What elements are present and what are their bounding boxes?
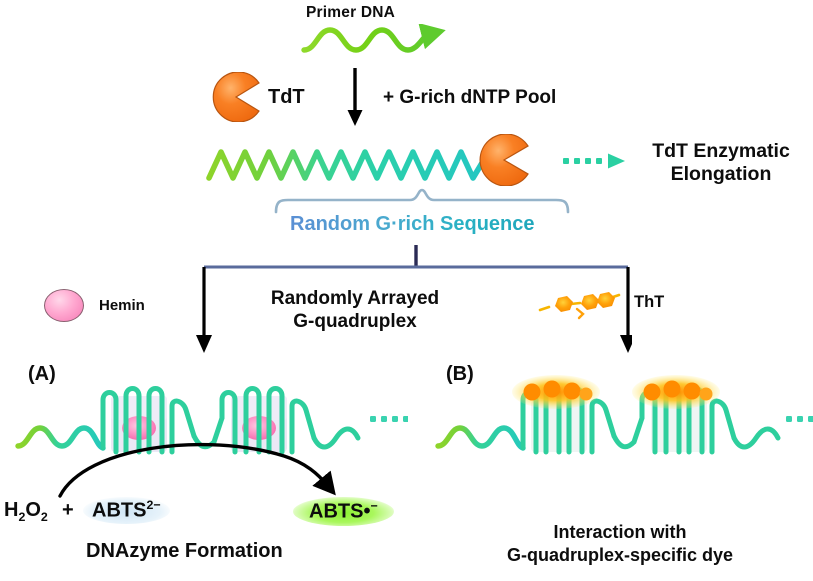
plus-sign-label: + (62, 499, 74, 521)
tdt-enzymatic-elongation-label: TdT Enzymatic Elongation (636, 140, 806, 187)
branch-connector-icon (196, 245, 632, 353)
down-arrow-icon (347, 68, 363, 126)
primer-dna-wave-icon (301, 24, 446, 53)
tht-bound-group-2 (632, 375, 720, 409)
panel-b-caption: Interaction with G-quadruplex-specific d… (470, 521, 770, 566)
panel-a-continuation-dots (370, 416, 408, 422)
panel-b-caption-line-2: G-quadruplex-specific dye (506, 544, 734, 565)
tdt-enzyme-icon (212, 72, 260, 122)
abts-product-label: ABTS•− (293, 497, 394, 527)
curly-brace-icon (274, 188, 570, 214)
branch-line-2: G-quadruplex (293, 311, 417, 333)
primer-dna-label: Primer DNA (306, 4, 395, 21)
tht-icon (538, 292, 621, 320)
h2o2-label: H2O2 (4, 499, 48, 524)
panel-b-continuation-dots (786, 416, 813, 422)
randomly-arrayed-g-quadruplex-label: Randomly Arrayed G-quadruplex (240, 287, 470, 333)
tdt-enzyme-on-strand-icon (479, 134, 529, 186)
panel-a-g-quadruplex-structure-icon (15, 386, 408, 455)
branch-line-1: Randomly Arrayed (270, 288, 440, 309)
random-g-rich-sequence-label: Random G·rich Sequence (290, 213, 535, 235)
green-dotted-arrow-icon (563, 153, 625, 169)
elongation-line-2: Elongation (670, 163, 772, 186)
hemin-label: Hemin (99, 297, 145, 314)
hemin-icon (44, 289, 84, 322)
dnazyme-formation-caption: DNAzyme Formation (86, 540, 283, 562)
tdt-label: TdT (268, 86, 305, 108)
tht-label: ThT (634, 293, 665, 311)
elongated-strand-icon (206, 149, 488, 181)
panel-b-g-quadruplex-structure-icon (435, 375, 813, 455)
panel-b-caption-line-1: Interaction with (553, 522, 687, 542)
dntp-pool-label: + G-rich dNTP Pool (383, 87, 557, 108)
abts-reactant-label: ABTS2− (83, 497, 170, 525)
panel-a-tag: (A) (28, 363, 56, 385)
dnazyme-curved-arrow-icon (58, 442, 336, 498)
elongation-line-1: TdT Enzymatic (652, 140, 790, 162)
panel-b-tag: (B) (446, 363, 474, 385)
tht-bound-group-1 (512, 375, 600, 409)
